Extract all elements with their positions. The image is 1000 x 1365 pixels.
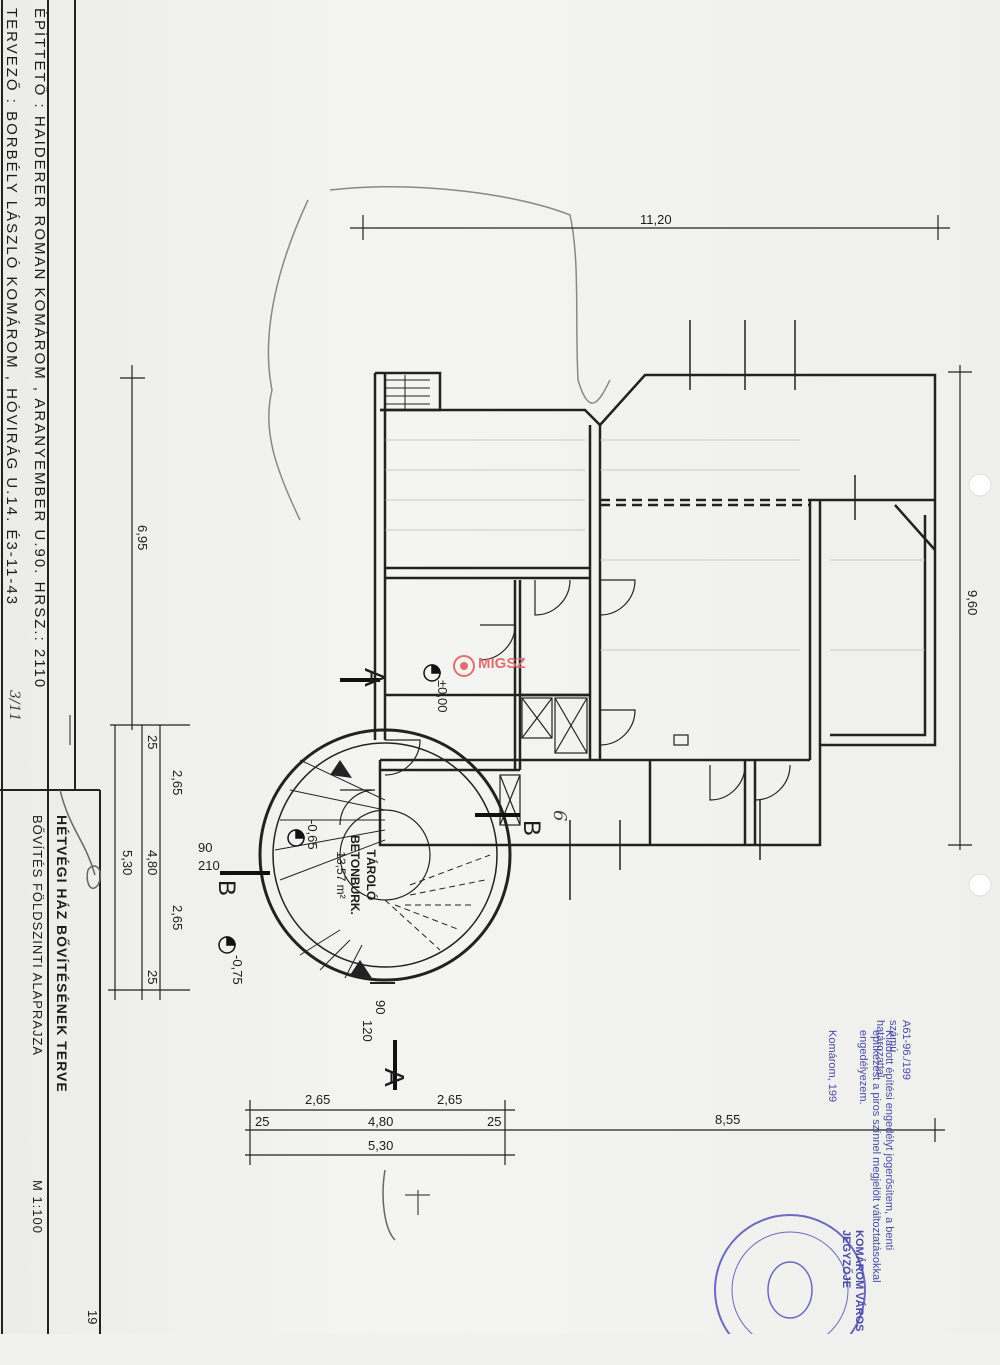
designer-line: TERVEZŐ : BORBÉLY LÁSZLÓ KOMÁROM , HÓVIR… [3,8,20,607]
level-symbols [218,664,441,954]
building-walls [373,371,937,847]
blueprint-sheet: ÉPÍTTETŐ : HAIDERER ROMAN KOMÁROM , ARAN… [0,0,1000,1334]
dim-left-b: 4,80 [145,850,160,876]
dim-left: 6,95 [135,525,150,551]
builder-line: ÉPÍTTETŐ : HAIDERER ROMAN KOMÁROM , ARAN… [31,8,48,690]
dim-bottom-25b: 25 [487,1114,502,1129]
handwritten-note-6: 6 [549,810,570,822]
dim-right-bottom: 8,55 [715,1112,741,1127]
section-b-left: B [213,880,240,897]
dim-bottom-d: 5,30 [368,1138,394,1153]
project-title: HÉTVÉGI HÁZ BŐVÍTÉSÉNEK TERVE [54,815,70,1093]
dim-bottom-25a: 25 [255,1114,270,1129]
room-type: BETONBURK. [348,835,362,915]
section-ticks [569,320,856,900]
floor-tile-lines [385,439,925,651]
dim-90: 90 [198,840,213,855]
dim-bottom-90: 90 [373,1000,388,1015]
level-floor: ±0,00 [435,680,450,713]
room-name: TÁROLÓ [364,849,378,901]
round-tower [258,728,512,984]
room-area: 13,57 m² [334,851,348,899]
binder-hole [968,473,992,497]
scale-label: M 1:100 [30,1180,45,1234]
upper-stair [385,375,430,410]
section-a-top: A [359,668,390,687]
handwritten-marks [59,715,430,1241]
dim-bottom-b: 2,65 [437,1092,463,1107]
dim-bottom-c: 4,80 [368,1114,394,1129]
utility-shafts [499,697,689,826]
drawing-title: BŐVÍTÉS FÖLDSZINTI ALAPRAJZA [30,815,45,1057]
handwritten-note-3-11: 3/11 [6,690,22,722]
binder-hole [968,873,992,897]
level-outside: -0,75 [230,955,245,985]
level-storage: -0,65 [305,820,320,850]
dim-210: 210 [198,858,220,873]
floor-plan-drawing [0,0,992,1334]
dim-left-25b: 25 [145,970,160,985]
section-a-bottom: A [379,1068,410,1087]
official-seal [714,1214,866,1334]
stamp-place-date: Komárom, 199 [826,1030,838,1103]
section-markers [220,678,520,1090]
section-b-right: B [518,820,545,837]
dim-bottom-120: 120 [360,1020,375,1042]
dim-left-25a: 25 [145,735,160,750]
sheet-number: 19 [85,1310,100,1325]
seal-text: KOMÁROM VÁROS JEGYZŐJE [840,1230,865,1332]
watermark-text: MIGSZ [478,655,526,672]
door-swings [339,579,791,826]
dim-right: 9,60 [965,590,980,616]
dim-left-d: 5,30 [120,850,135,876]
watermark-logo [453,655,475,677]
dim-bottom-a: 2,65 [305,1092,331,1107]
pencil-sketch [267,186,611,521]
dim-left-a: 2,65 [170,770,185,796]
dimension-lines [108,215,972,1165]
dim-top: 11,20 [640,212,672,227]
dim-left-c: 2,65 [170,905,185,931]
